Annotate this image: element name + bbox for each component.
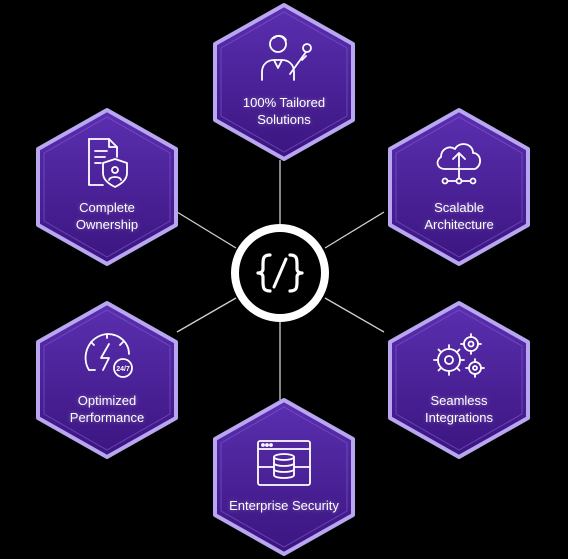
speedometer-247-icon: 24/7 (84, 333, 133, 378)
node-label-line-2: Solutions (257, 112, 311, 127)
person-gear-icon (261, 34, 312, 81)
node-label-line-1: 100% Tailored (242, 95, 326, 110)
connector-tl (176, 211, 237, 249)
speed-badge-label: 24/7 (116, 366, 130, 373)
gears-icon (433, 333, 485, 378)
document-shield-icon (88, 138, 128, 188)
node-enterprise-security: Enterprise Security (210, 397, 358, 557)
center-hub (231, 224, 329, 322)
node-label-line-2: Integrations (425, 410, 493, 425)
node-label-line-2: Ownership (75, 217, 139, 232)
node-label: Enterprise Security (222, 497, 346, 514)
code-braces-icon (256, 253, 304, 293)
node-tailored-solutions: 100% Tailored Solutions (210, 2, 358, 162)
hexagon-frame (213, 3, 355, 161)
hexagon-frame (388, 301, 530, 459)
node-label-line-2: Architecture (424, 217, 494, 232)
node-label-line-1: Seamless (430, 393, 488, 408)
node-label: Complete Ownership (45, 199, 169, 233)
hexagon-frame (36, 301, 178, 459)
node-optimized-performance: 24/7 Optimized Performance (33, 300, 181, 460)
node-label: 100% Tailored Solutions (222, 94, 346, 128)
node-scalable-architecture: Scalable Architecture (385, 107, 533, 267)
node-label-line-1: Enterprise Security (229, 498, 339, 513)
connector-tr (324, 211, 385, 249)
node-label-line-1: Optimized (77, 393, 137, 408)
node-label: Optimized Performance (45, 392, 169, 426)
node-complete-ownership: Complete Ownership (33, 107, 181, 267)
node-label: Seamless Integrations (397, 392, 521, 426)
hexagon-frame (213, 398, 355, 556)
cloud-upload-icon (436, 143, 481, 185)
connector-br (324, 297, 385, 333)
connector-bl (176, 297, 237, 333)
hexagon-frame (36, 108, 178, 266)
node-label: Scalable Architecture (397, 199, 521, 233)
node-label-line-2: Performance (69, 410, 145, 425)
node-label-line-1: Scalable (434, 200, 484, 215)
node-seamless-integrations: Seamless Integrations (385, 300, 533, 460)
browser-database-icon (257, 440, 311, 486)
node-label-line-1: Complete (79, 200, 135, 215)
hexagon-frame (388, 108, 530, 266)
